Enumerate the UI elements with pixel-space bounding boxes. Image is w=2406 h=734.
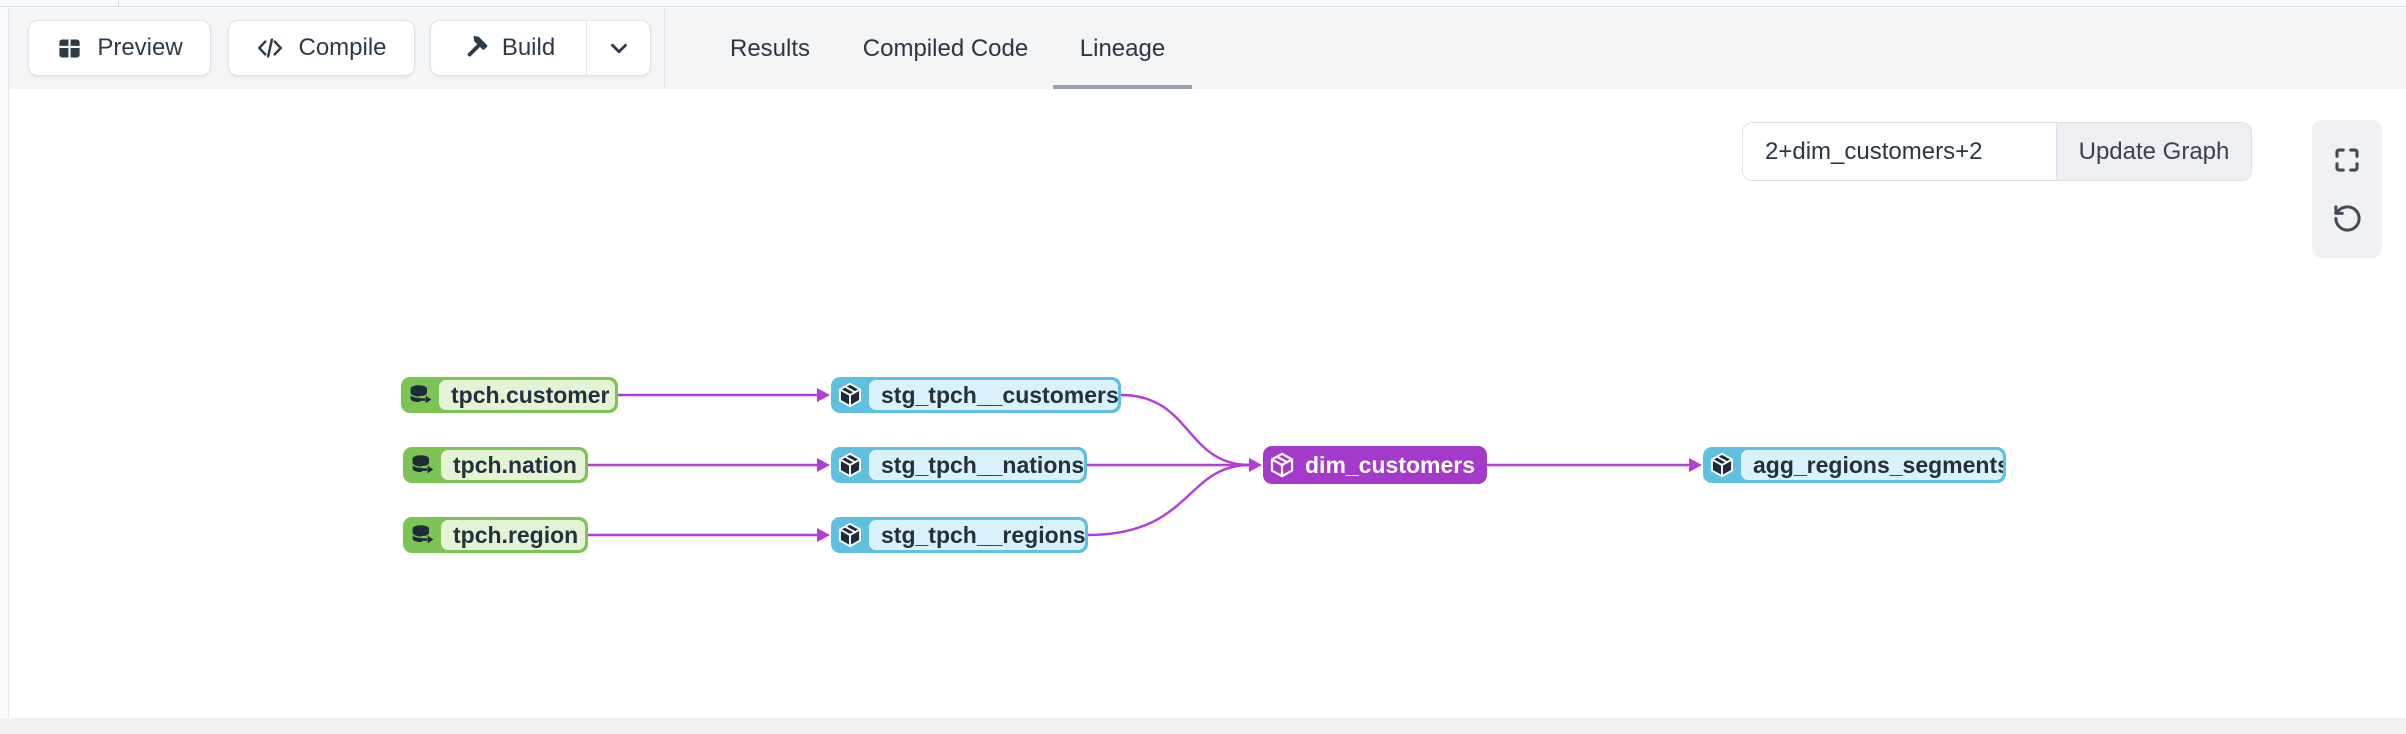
tab-lineage-label: Lineage	[1079, 34, 1166, 62]
reset-view-button[interactable]	[2327, 199, 2367, 239]
lineage-node-model[interactable]: stg_tpch__nations	[831, 447, 1087, 483]
lineage-selector: Update Graph	[1742, 122, 2252, 181]
cube-icon	[1263, 451, 1301, 479]
build-button[interactable]: Build	[431, 21, 587, 75]
fullscreen-icon	[2332, 145, 2362, 175]
database-arrow-icon	[403, 452, 441, 479]
graph-controls-panel	[2312, 120, 2382, 258]
tab-compiled-code-label: Compiled Code	[862, 34, 1029, 62]
compile-button[interactable]: Compile	[228, 20, 415, 76]
toolbar-divider	[664, 8, 665, 89]
node-label: dim_customers	[1305, 451, 1476, 478]
lineage-node-model[interactable]: stg_tpch__customers	[831, 377, 1121, 413]
node-label: stg_tpch__regions	[869, 520, 1085, 550]
lower-pane-edge	[0, 718, 2406, 734]
active-tab-underline	[1053, 85, 1192, 90]
node-label: tpch.region	[441, 520, 585, 550]
tab-compiled-code[interactable]: Compiled Code	[848, 8, 1043, 89]
update-graph-button[interactable]: Update Graph	[2056, 122, 2252, 181]
node-label: stg_tpch__nations	[869, 450, 1084, 480]
invocation-toolbar: Preview Compile Build Results Compiled C…	[0, 8, 2406, 90]
selector-input[interactable]	[1742, 122, 2056, 181]
database-arrow-icon	[401, 382, 439, 409]
lineage-node-source[interactable]: tpch.region	[403, 517, 588, 553]
chevron-down-icon	[606, 35, 632, 61]
node-label: stg_tpch__customers	[869, 380, 1118, 410]
fullscreen-button[interactable]	[2327, 140, 2367, 180]
left-pane-edge	[0, 8, 9, 734]
lineage-canvas[interactable]	[9, 89, 2406, 718]
cube-icon	[831, 381, 869, 409]
preview-button[interactable]: Preview	[28, 20, 211, 76]
lineage-node-source[interactable]: tpch.nation	[403, 447, 588, 483]
cube-icon	[1703, 451, 1741, 479]
hammer-icon	[462, 35, 489, 62]
table-icon	[56, 35, 83, 62]
node-label: agg_regions_segments	[1741, 450, 2003, 480]
cube-icon	[831, 521, 869, 549]
tab-lineage[interactable]: Lineage	[1053, 8, 1192, 89]
node-label: tpch.customer	[439, 380, 615, 410]
lineage-node-model[interactable]: agg_regions_segments	[1703, 447, 2006, 483]
lineage-node-model[interactable]: stg_tpch__regions	[831, 517, 1088, 553]
build-split-button: Build	[430, 20, 651, 76]
compile-button-label: Compile	[298, 34, 387, 61]
build-options-button[interactable]	[587, 21, 650, 75]
build-button-label: Build	[501, 34, 556, 61]
code-icon	[256, 34, 284, 62]
upper-pane-edge	[0, 0, 2406, 7]
database-arrow-icon	[403, 522, 441, 549]
cube-icon	[831, 451, 869, 479]
tab-results-label: Results	[729, 34, 811, 62]
update-graph-label: Update Graph	[2078, 137, 2230, 165]
lineage-node-source[interactable]: tpch.customer	[401, 377, 618, 413]
lineage-node-selected[interactable]: dim_customers	[1263, 446, 1487, 484]
rotate-ccw-icon	[2332, 203, 2363, 234]
node-label: tpch.nation	[441, 450, 585, 480]
preview-button-label: Preview	[97, 34, 183, 61]
tab-results[interactable]: Results	[702, 8, 838, 89]
